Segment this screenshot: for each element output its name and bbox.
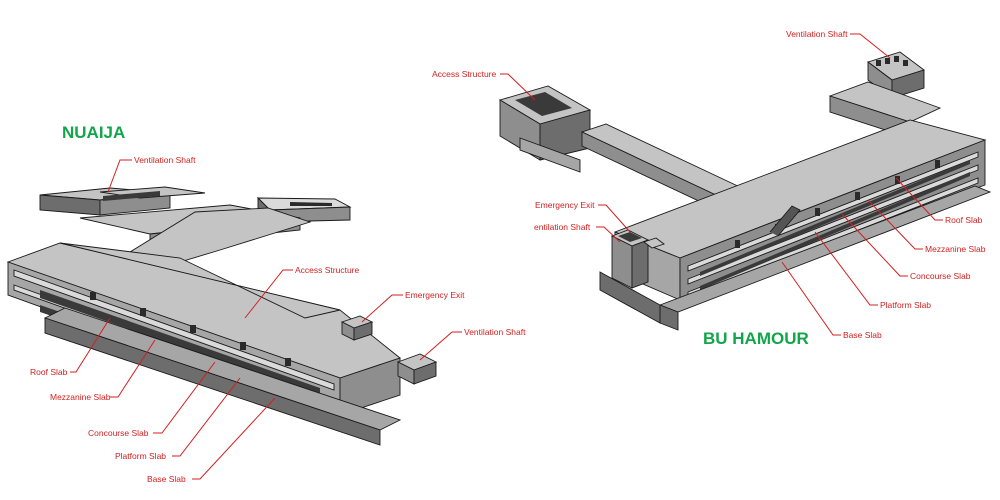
- bu-hamour-label-mezzanine-slab: Mezzanine Slab: [925, 244, 986, 254]
- bu-hamour-label-ventilation-shaft-left: entilation Shaft: [534, 222, 591, 232]
- nuaija-label-ventilation-shaft-right: Ventilation Shaft: [464, 327, 526, 337]
- bu-hamour-label-access-structure: Access Structure: [432, 69, 497, 79]
- bu-hamour-station-box: [599, 119, 992, 331]
- nuaija-station-box: [6, 242, 402, 446]
- nuaija-model: [6, 186, 438, 446]
- nuaija-label-platform-slab: Platform Slab: [115, 451, 166, 461]
- nuaija-label-ventilation-shaft-top: Ventilation Shaft: [134, 155, 196, 165]
- nuaija-label-access-structure: Access Structure: [295, 265, 360, 275]
- nuaija-label-emergency-exit: Emergency Exit: [405, 290, 465, 300]
- nuaija-exit-shafts: [340, 315, 438, 385]
- bu-hamour-label-base-slab: Base Slab: [843, 330, 882, 340]
- bu-hamour-label-emergency-exit: Emergency Exit: [535, 200, 595, 210]
- bu-hamour-label-platform-slab: Platform Slab: [880, 300, 931, 310]
- nuaija-title: NUAIJA: [62, 123, 125, 142]
- bu-hamour-title: BU HAMOUR: [703, 329, 809, 348]
- bu-hamour-model: [498, 51, 992, 331]
- nuaija-corridor: [79, 204, 312, 269]
- nuaija-label-concourse-slab: Concourse Slab: [88, 428, 149, 438]
- bu-hamour-labels: Ventilation Shaft Access Structure Emerg…: [432, 29, 986, 340]
- bu-hamour-exit-shafts: [610, 229, 665, 289]
- nuaija-label-mezzanine-slab: Mezzanine Slab: [50, 392, 111, 402]
- bu-hamour-label-roof-slab: Roof Slab: [945, 215, 983, 225]
- nuaija-label-base-slab: Base Slab: [147, 474, 186, 484]
- nuaija-label-roof-slab: Roof Slab: [30, 367, 68, 377]
- bu-hamour-access-structure-block: [498, 85, 592, 173]
- bu-hamour-label-concourse-slab: Concourse Slab: [910, 271, 971, 281]
- nuaija-labels: Ventilation Shaft Access Structure Emerg…: [30, 155, 526, 484]
- bu-hamour-label-ventilation-shaft-top: Ventilation Shaft: [786, 29, 848, 39]
